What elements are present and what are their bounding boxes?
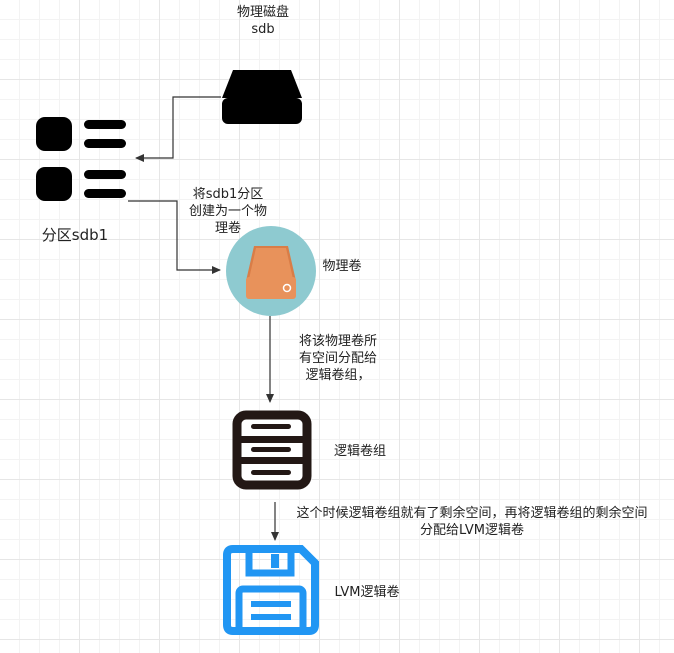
volume-group-label: 逻辑卷组 xyxy=(333,444,386,459)
drive-circle-icon xyxy=(226,226,316,316)
physical-disk-label-line: 物理磁盘 xyxy=(236,5,289,20)
edge-label-line: 分配给LVM逻辑卷 xyxy=(420,523,524,538)
edge-label-line: 逻辑卷组， xyxy=(305,368,371,383)
edge-label-vg-to-lv: 这个时候逻辑卷组就有了剩余空间，再将逻辑卷组的剩余空间 分配给LVM逻辑卷 xyxy=(272,505,672,539)
partition-list-icon xyxy=(36,117,126,201)
edge-label-pv-to-vg: 将该物理卷所 有空间分配给 逻辑卷组， xyxy=(284,333,392,384)
edge-label-line: 创建为一个物 xyxy=(188,204,267,219)
physical-disk-label-line: sdb xyxy=(251,22,275,37)
floppy-disk-icon xyxy=(223,545,319,635)
edge-label-line: 有空间分配给 xyxy=(298,351,377,366)
edge-label-line: 理卷 xyxy=(214,221,241,236)
server-rack-icon xyxy=(232,410,312,490)
edge-label-line: 将该物理卷所 xyxy=(298,334,377,349)
partition-label: 分区sdb1 xyxy=(41,226,109,244)
hard-drive-icon xyxy=(222,70,302,124)
edge-label-line: 这个时候逻辑卷组就有了剩余空间，再将逻辑卷组的剩余空间 xyxy=(296,506,648,521)
physical-disk-label: 物理磁盘 sdb xyxy=(213,4,313,38)
lvm-volume-label: LVM逻辑卷 xyxy=(334,585,400,600)
physical-volume-label: 物理卷 xyxy=(322,259,362,274)
edge-partition-to-pv xyxy=(128,200,221,274)
edge-disk-to-partition xyxy=(135,96,221,162)
edge-label-line: 将sdb1分区 xyxy=(192,187,264,202)
edge-label-partition-to-pv: 将sdb1分区 创建为一个物 理卷 xyxy=(172,186,284,237)
